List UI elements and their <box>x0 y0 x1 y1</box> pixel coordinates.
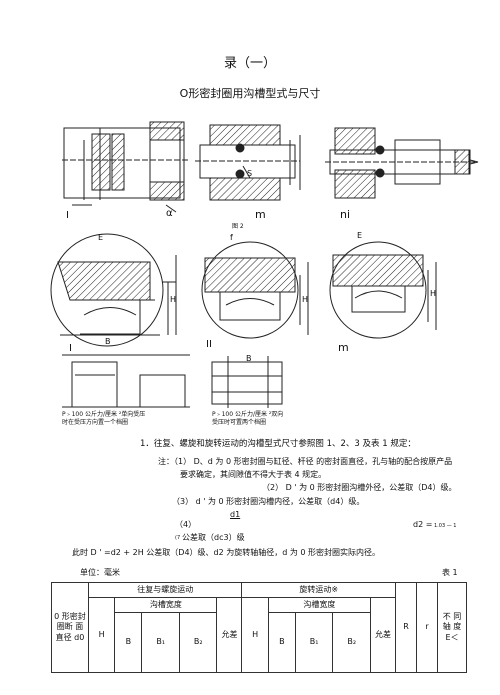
note-1a: 注：（1） D、d 为 0 形密封圈与缸径、杆径 的密封面直径，孔与轴的配合按原… <box>158 457 453 466</box>
col-allow-2: 允差 <box>370 597 396 673</box>
item-1: 1．往复、螺旋和旋转运动的沟槽型式尺寸参照图 1、2、3 及表 1 规定： <box>140 439 416 449</box>
table-label: 表 1 <box>442 568 458 577</box>
page-subtitle: O形密封圈用沟槽型式与尺寸 <box>179 87 321 100</box>
col-B2-2: B₂ <box>332 612 371 673</box>
label-d2-sub: 1.03 — 1 <box>434 523 457 529</box>
col-group-reciprocating: 往复与螺旋运动 <box>87 582 243 598</box>
note-4: （4） <box>175 520 197 529</box>
caption-double-line1: P﹥100 公斤力/厘米 ²双向 <box>212 411 284 418</box>
table-unit: 单位：毫米 <box>80 568 120 577</box>
label-d2: d2 = <box>413 520 433 529</box>
detail-label-II: II <box>206 339 212 350</box>
detail-label-f: f <box>230 233 233 242</box>
detail-label-E: E <box>98 233 104 242</box>
col-R: R <box>395 582 417 673</box>
label-gongcha-pre: (7 <box>175 535 181 541</box>
col-groove-width-2: 沟槽宽度 <box>267 597 372 613</box>
page-heading: 录（一） <box>223 56 276 71</box>
col-B2-1: B₂ <box>178 612 218 673</box>
label-d1: d1 <box>230 510 241 519</box>
col-section-diameter: 0 形密封 圈断 面直径 d0 <box>51 582 89 673</box>
groove-dimension-table: 0 形密封 圈断 面直径 d0 往复与螺旋运动 旋转运动※ R r 不 同 轴 … <box>51 582 467 673</box>
col-B-1: B <box>114 612 143 673</box>
note-3: （3） d ' 为 0 形密封圈沟槽内径，公差取（d4）级。 <box>172 497 365 506</box>
caption-single-line1: P﹥100 公斤力/厘米 ²单向受压 <box>62 411 146 418</box>
note-2: （2） D ' 为 0 形密封圈沟槽外径，公差取（D4）级。 <box>262 483 457 492</box>
note-1b: 要求确定，其间隙值不得大于表 4 规定。 <box>180 470 327 479</box>
detail-label-I: I <box>69 343 72 354</box>
detail-label-H3: H <box>430 289 437 298</box>
detail-label-H2: H <box>302 295 309 304</box>
sketch-label-B: B <box>246 354 252 363</box>
fig-label-ni: ni <box>340 208 351 221</box>
fig-label-S: S <box>247 169 253 178</box>
fig-label-alpha: α <box>166 208 173 219</box>
detail-label-m: m <box>338 341 349 354</box>
fig2-drawing <box>195 124 301 201</box>
col-B1-2: B₁ <box>294 612 334 673</box>
backup-ring-double <box>211 356 283 408</box>
col-B-2: B <box>267 612 296 673</box>
col-B1-1: B₁ <box>141 612 180 673</box>
col-allow-1: 允差 <box>216 597 243 673</box>
backup-ring-single <box>62 354 190 408</box>
fig-label-fig2: 图 2 <box>232 223 244 230</box>
detail-label-H: H <box>170 295 177 304</box>
col-H-1: H <box>87 597 116 673</box>
col-group-rotary: 旋转运动※ <box>241 582 396 598</box>
col-groove-width-1: 沟槽宽度 <box>114 597 218 613</box>
detail-label-B: B <box>105 337 111 346</box>
caption-double-line2: 受压时可置两个档圈 <box>212 419 267 426</box>
detail-label-E2: E <box>357 231 363 240</box>
detail-III <box>329 241 437 339</box>
col-H-2: H <box>241 597 269 673</box>
col-coaxial: 不 同 轴 度 E＜ <box>437 582 467 673</box>
caption-single-line2: 时在受压方向置一个档圈 <box>62 419 129 426</box>
fig3-drawing <box>325 127 479 199</box>
col-r: r <box>416 582 438 673</box>
fig-label-m: m <box>255 208 266 221</box>
fig-label-I: I <box>66 210 69 221</box>
detail-II <box>201 241 309 339</box>
detail-I <box>50 233 177 347</box>
note-tolerance: 公差取（dc3）级 <box>182 533 245 542</box>
formula-line: 此时 D ' =d2 + 2H 公差取（D4）级、d2 为旋转轴轴径，d 为 0… <box>72 548 381 557</box>
fig1-drawing <box>62 121 190 213</box>
